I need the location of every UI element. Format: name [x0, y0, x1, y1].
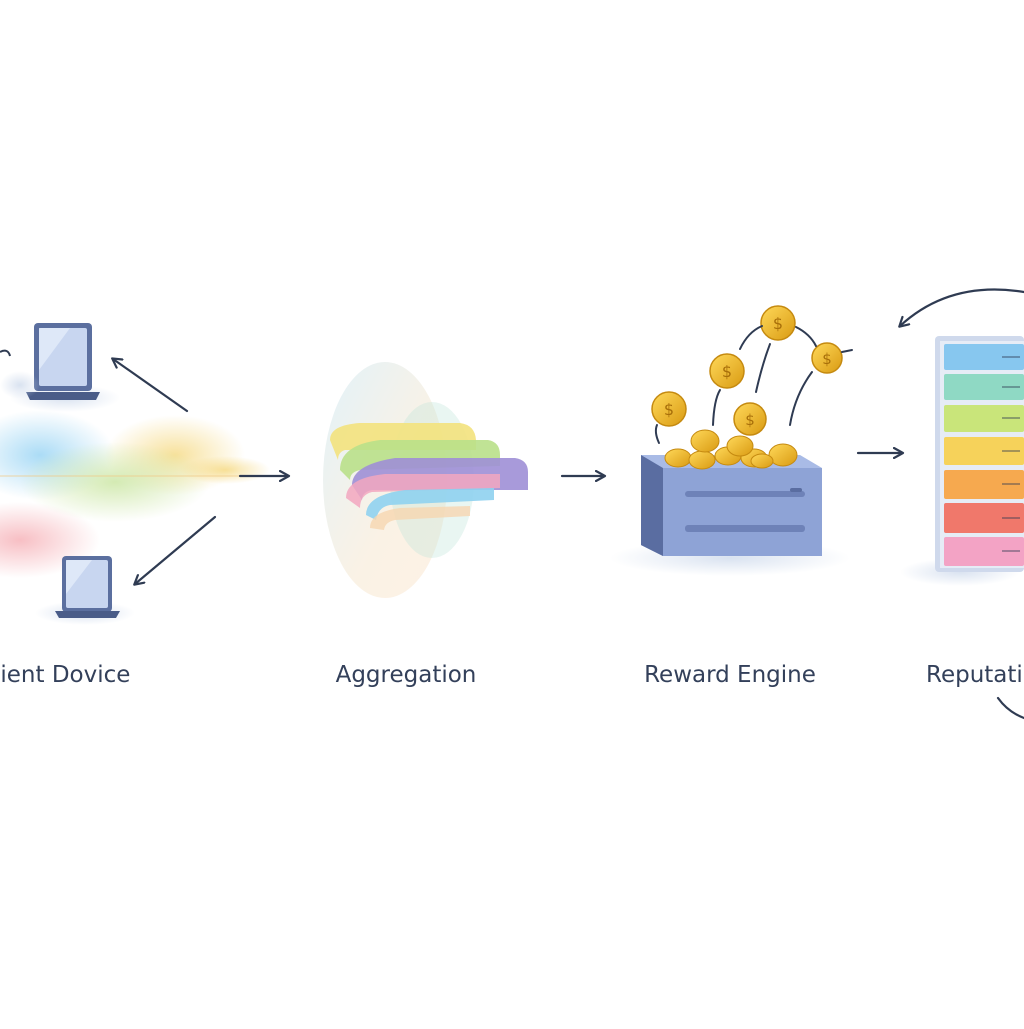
- coin-icon: $: [811, 342, 843, 374]
- svg-text:$: $: [822, 350, 832, 368]
- arrow-icon: [135, 515, 217, 584]
- stage-label-aggregation: Aggregation: [335, 662, 477, 688]
- laptop-icon: [35, 556, 135, 625]
- laptop-icon: [10, 323, 120, 412]
- server-stack-icon: [935, 336, 1024, 572]
- coin-trail-icon: [654, 325, 853, 444]
- client-device-group: [0, 323, 288, 625]
- loop-arrow-icon: [996, 696, 1024, 720]
- partial-arrow-icon: [0, 349, 11, 357]
- arrow-icon: [113, 359, 189, 413]
- aggregation-group: [323, 362, 604, 598]
- coin-box-icon: [641, 455, 822, 556]
- coin-pile-icon: [664, 429, 798, 470]
- rainbow-layers-icon: [330, 423, 528, 530]
- svg-text:$: $: [745, 411, 755, 429]
- stage-label-reputation: Reputatio: [926, 662, 1024, 688]
- reward-engine-group: $ $ $ $ $: [610, 305, 902, 576]
- loop-arrow-icon: [900, 288, 1024, 326]
- reputation-group: [900, 288, 1024, 720]
- coin-icon: $: [709, 353, 745, 389]
- data-wave-icon: [0, 410, 270, 578]
- svg-text:$: $: [664, 400, 674, 419]
- coin-icon: $: [760, 305, 796, 341]
- stage-label-client: lient Dovice: [0, 662, 131, 688]
- stage-label-reward: Reward Engine: [644, 662, 816, 688]
- coin-icon: $: [651, 391, 687, 427]
- coin-icon: $: [733, 402, 767, 436]
- svg-text:$: $: [773, 314, 783, 333]
- svg-text:$: $: [722, 362, 732, 381]
